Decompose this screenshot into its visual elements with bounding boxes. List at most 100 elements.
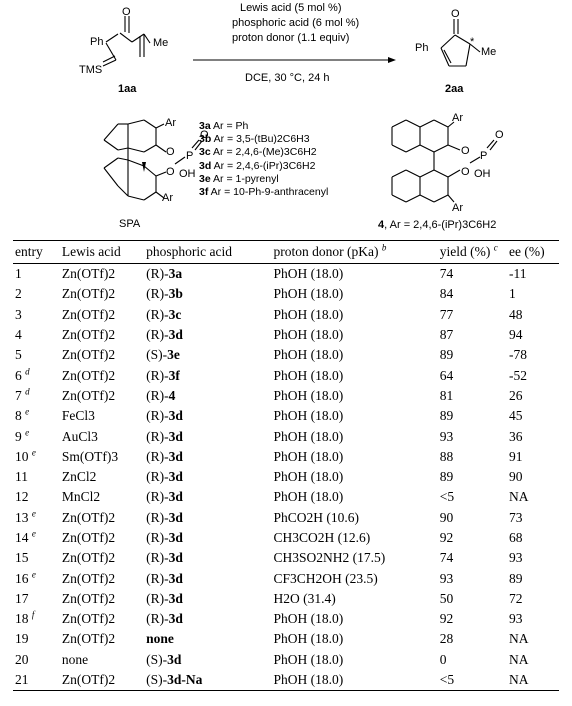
cell-entry: 16 e bbox=[15, 569, 36, 586]
cell-ee: 94 bbox=[508, 327, 523, 343]
cell-entry: 19 bbox=[15, 631, 29, 647]
cell-yield: 74 bbox=[439, 266, 454, 282]
cell-yield: 89 bbox=[439, 469, 454, 485]
cell-ee: -52 bbox=[508, 367, 527, 383]
cell-ee: NA bbox=[506, 669, 559, 692]
cell-yield: 0 bbox=[439, 651, 447, 667]
cell-ee: 90 bbox=[508, 469, 523, 485]
cell-entry: 11 bbox=[15, 469, 28, 485]
cell-proton-donor: PhOH (18.0) bbox=[273, 286, 344, 302]
cell-phosphoric-acid: (R)-3d bbox=[146, 408, 183, 424]
product-label: 2aa bbox=[445, 83, 464, 95]
cell-proton-donor: PhOH (18.0) bbox=[273, 489, 344, 505]
cell-phosphoric-acid: (R)-3f bbox=[146, 367, 180, 383]
binol-p: P bbox=[480, 150, 488, 162]
cell-lewis-acid: Zn(OTf)2 bbox=[61, 550, 116, 566]
cell-lewis-acid: Zn(OTf)2 bbox=[61, 611, 116, 627]
cell-proton-donor: PhOH (18.0) bbox=[273, 327, 344, 343]
product-o: O bbox=[451, 8, 460, 20]
cell-yield: 90 bbox=[439, 509, 454, 525]
col-entry: entry bbox=[13, 240, 60, 264]
cell-phosphoric-acid: (S)-3e bbox=[146, 347, 180, 363]
binol-ar-top: Ar bbox=[452, 112, 463, 124]
condition-solvent: DCE, 30 °C, 24 h bbox=[245, 72, 330, 84]
cell-entry: 6 d bbox=[15, 366, 30, 383]
cell-phosphoric-acid: (R)-3d bbox=[146, 448, 183, 464]
cell-proton-donor: PhOH (18.0) bbox=[271, 669, 438, 692]
cell-lewis-acid: Zn(OTf)2 bbox=[61, 347, 116, 363]
cell-proton-donor: CH3CO2H (12.6) bbox=[273, 530, 371, 545]
cell-yield: 77 bbox=[439, 306, 454, 322]
spa-o2: O bbox=[166, 166, 175, 178]
cell-entry: 8 e bbox=[15, 406, 30, 424]
cell-proton-donor: PhCO2H (10.6) bbox=[273, 509, 359, 525]
cell-lewis-acid: Zn(OTf)2 bbox=[61, 266, 116, 282]
table-row: 8 e FeCl3 (R)-3d PhOH (18.0) 89 45 bbox=[13, 406, 559, 426]
cell-ee: -11 bbox=[508, 266, 527, 282]
cell-ee: 72 bbox=[508, 590, 523, 606]
cell-yield: 84 bbox=[439, 286, 454, 302]
cell-proton-donor: PhOH (18.0) bbox=[273, 408, 344, 424]
cell-entry: 18 f bbox=[15, 609, 35, 627]
cell-yield: 87 bbox=[439, 327, 454, 343]
binol-o2: O bbox=[461, 166, 470, 178]
spa-o-dbl: O bbox=[200, 129, 209, 141]
cell-lewis-acid: Zn(OTf)2 bbox=[61, 530, 116, 545]
cell-lewis-acid: Zn(OTf)2 bbox=[61, 570, 116, 586]
condition-donor: proton donor (1.1 equiv) bbox=[232, 32, 350, 44]
cell-lewis-acid: FeCl3 bbox=[61, 408, 95, 424]
cell-proton-donor: PhOH (18.0) bbox=[273, 651, 344, 667]
results-table: entry Lewis acid phosphoric acid proton … bbox=[13, 240, 559, 692]
binol-label: 4 bbox=[378, 219, 385, 231]
cell-yield: 92 bbox=[439, 530, 454, 545]
cell-phosphoric-acid: (R)-3d bbox=[146, 611, 183, 627]
cell-ee: 45 bbox=[508, 408, 523, 424]
ar-list-item: 3a Ar = Ph bbox=[199, 120, 249, 132]
cell-lewis-acid: MnCl2 bbox=[61, 489, 101, 505]
cell-yield: 89 bbox=[439, 408, 454, 424]
cell-entry: 2 bbox=[15, 286, 22, 302]
cell-yield: 81 bbox=[439, 387, 454, 403]
cell-ee: NA bbox=[508, 651, 529, 667]
cell-proton-donor: CH3SO2NH2 (17.5) bbox=[273, 550, 386, 566]
cell-phosphoric-acid: (R)-3d bbox=[146, 327, 183, 343]
cell-phosphoric-acid: (R)-3d bbox=[146, 590, 183, 606]
cell-ee: NA bbox=[508, 631, 529, 647]
product-ph: Ph bbox=[415, 42, 429, 54]
col-yield: yield (%) c bbox=[437, 240, 507, 264]
binol-caption: 4, Ar = 2,4,6-(iPr)3C6H2 bbox=[378, 219, 497, 231]
cell-yield: 93 bbox=[439, 428, 454, 444]
cell-lewis-acid: AuCl3 bbox=[61, 428, 98, 444]
cell-entry: 4 bbox=[15, 327, 22, 343]
cell-ee: 89 bbox=[508, 570, 523, 586]
binol-ar-bottom: Ar bbox=[452, 202, 463, 214]
cell-lewis-acid: Zn(OTf)2 bbox=[61, 306, 116, 322]
cell-phosphoric-acid: (S)-3d-Na bbox=[144, 669, 272, 692]
substrate-tms: TMS bbox=[79, 64, 103, 76]
substrate-o: O bbox=[122, 6, 131, 18]
cell-lewis-acid: Zn(OTf)2 bbox=[61, 590, 116, 606]
cell-entry: 21 bbox=[13, 669, 60, 692]
cell-entry: 14 e bbox=[15, 528, 36, 545]
cell-proton-donor: PhOH (18.0) bbox=[273, 266, 344, 282]
cell-entry: 1 bbox=[15, 266, 22, 282]
cell-proton-donor: PhOH (18.0) bbox=[273, 631, 344, 647]
cell-phosphoric-acid: (R)-3d bbox=[146, 550, 183, 566]
reaction-scheme: O Ph Me TMS 1aa Lewis acid (5 mol %) pho… bbox=[0, 0, 572, 238]
cell-ee: 48 bbox=[508, 306, 523, 322]
cell-phosphoric-acid: (R)-3d bbox=[146, 469, 183, 485]
cell-entry: 15 bbox=[15, 550, 29, 566]
cell-proton-donor: PhOH (18.0) bbox=[273, 387, 344, 403]
spa-ar-bottom: Ar bbox=[162, 192, 173, 204]
col-proton-donor: proton donor (pKa) b bbox=[271, 240, 438, 264]
cell-entry: 17 bbox=[15, 590, 29, 606]
cell-yield: 89 bbox=[439, 347, 454, 363]
cell-phosphoric-acid: (R)-3d bbox=[146, 530, 183, 545]
cell-entry: 13 e bbox=[15, 508, 36, 525]
